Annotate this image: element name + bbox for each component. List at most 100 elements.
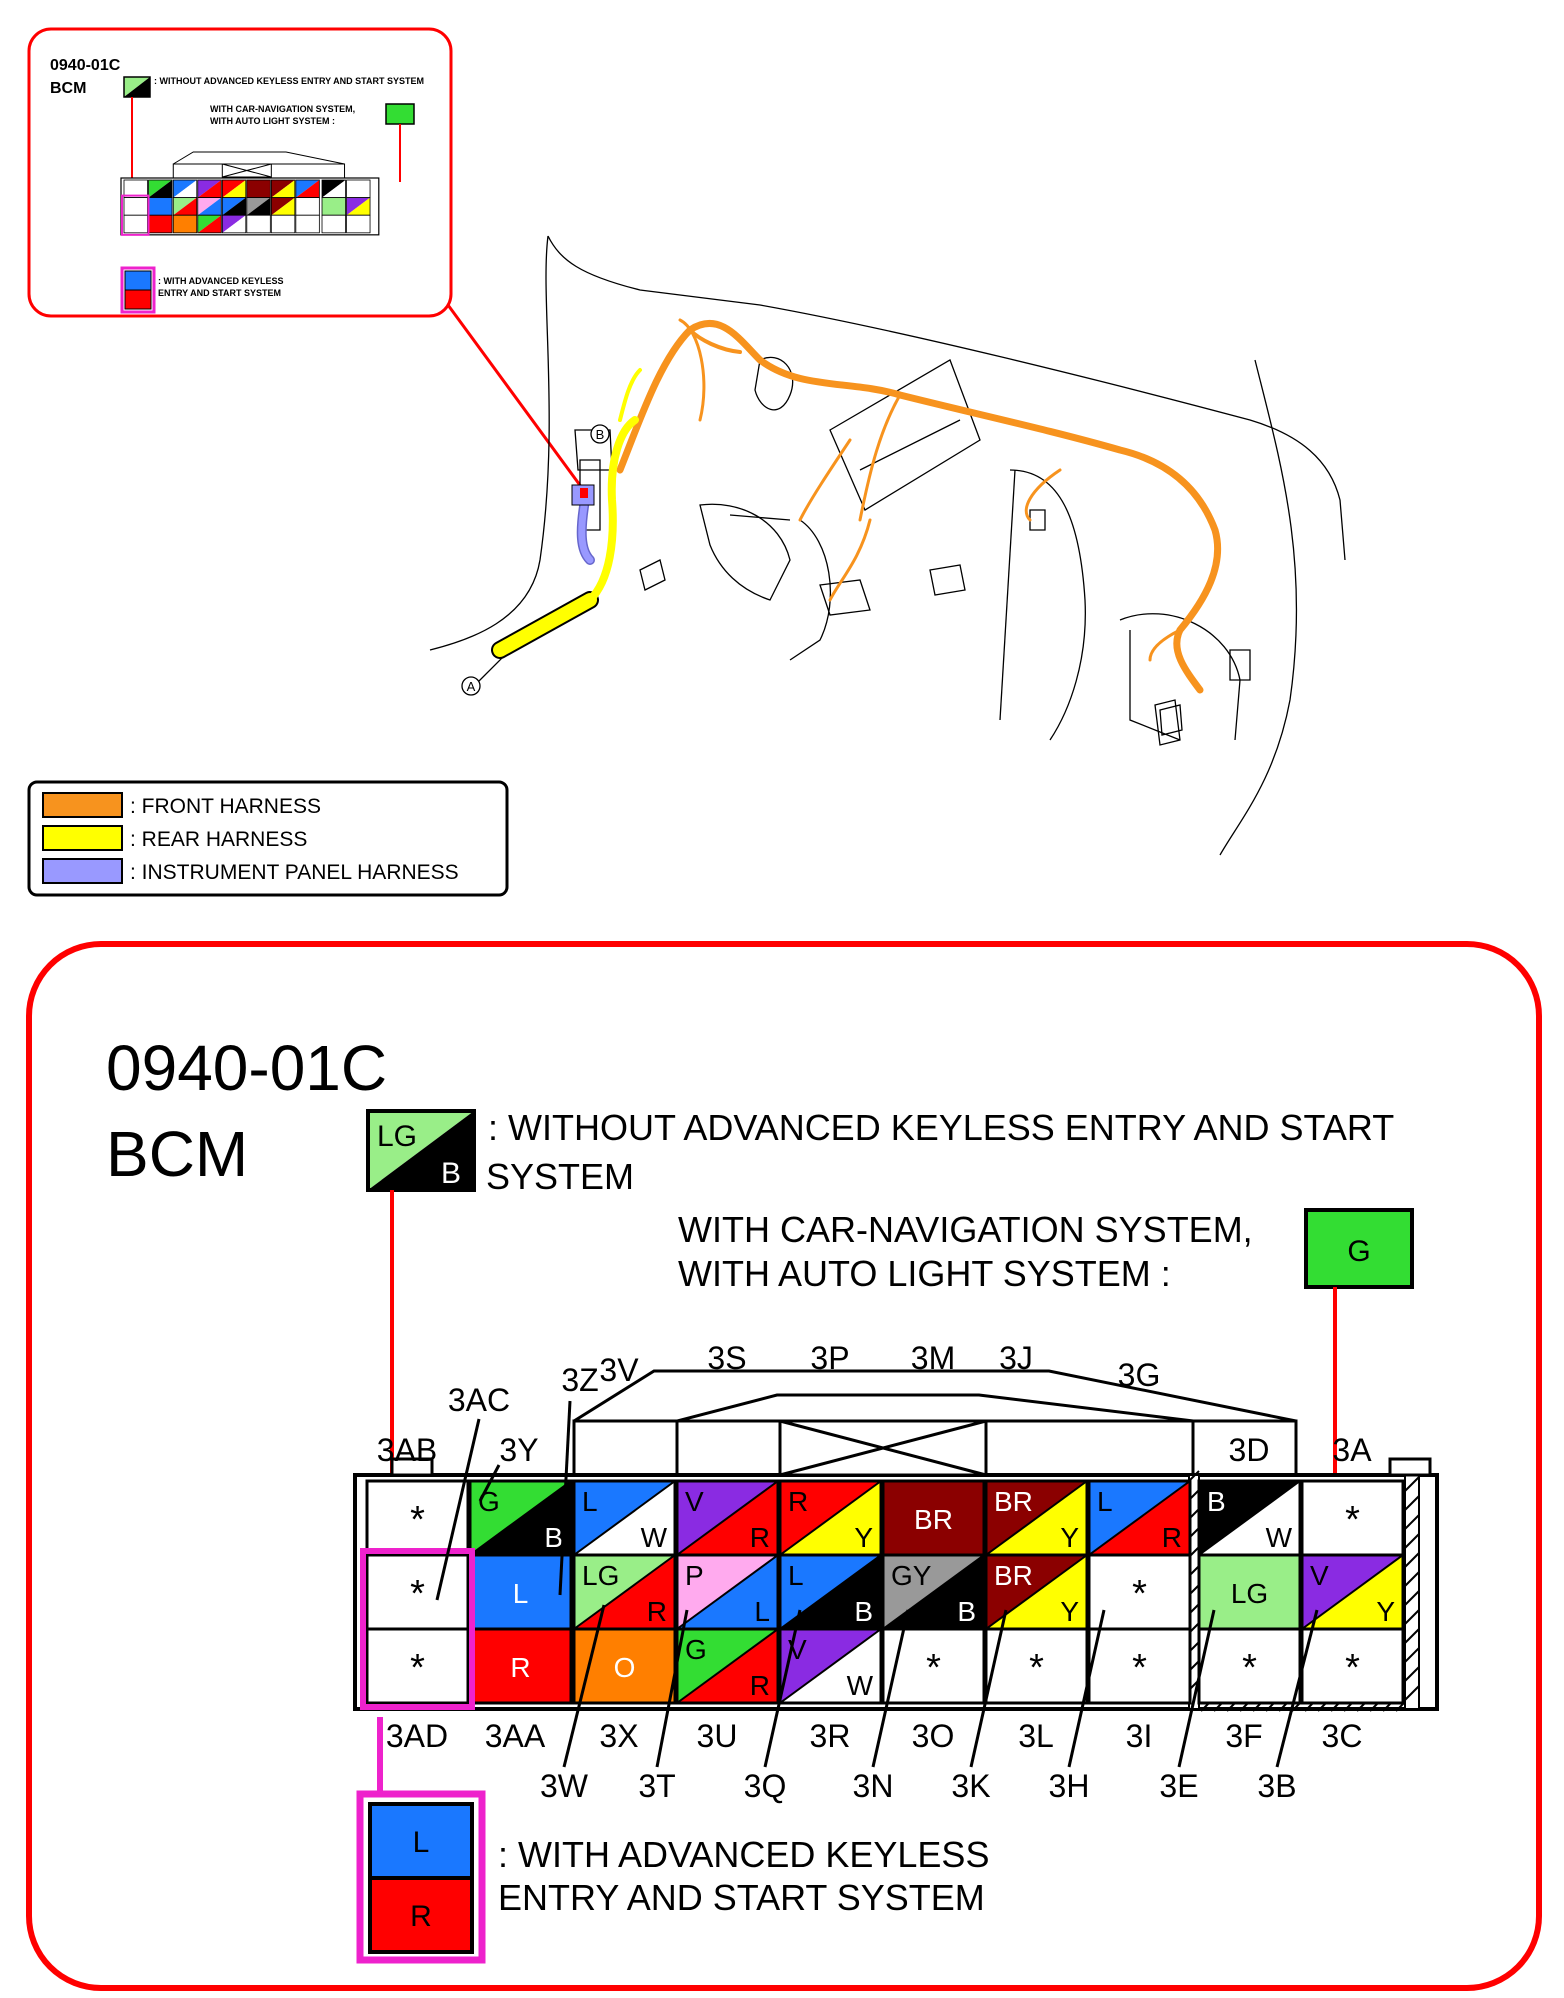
pin-3ad: * [365,1627,470,1705]
marker-b: B [590,424,610,444]
pin-3t: PL [675,1553,780,1631]
pin-blank-mark: * [926,1647,941,1689]
pin-color-secondary: Y [854,1522,873,1553]
pin-3x: O [572,1627,677,1705]
mini-pin-3u [197,214,222,234]
mini-pin-3f [321,214,346,234]
harness-legend: : FRONT HARNESS : REAR HARNESS : INSTRUM… [27,780,509,897]
marker-a: A [461,676,481,696]
dashboard-outline [429,235,1346,856]
pin-color-primary: O [614,1652,636,1683]
pin-color-primary: L [1097,1486,1113,1517]
mini-pin-3p [221,179,247,199]
pin-label-3b: 3B [1257,1768,1296,1804]
mini-pin-3g [295,179,320,199]
pin-label-3a: 3A [1332,1432,1372,1468]
inset-note-nav-1: WITH CAR-NAVIGATION SYSTEM, [210,104,355,114]
mini-pin-3i [295,214,320,234]
pin-label-3f: 3F [1225,1718,1262,1754]
mini-pin-3z [148,197,173,216]
pin-label-3ab: 3AB [377,1432,437,1468]
pin-label-3e: 3E [1159,1768,1198,1804]
pin-label-3l: 3L [1018,1718,1054,1754]
with-akes-swatch-top: L [413,1826,430,1859]
bcm-connector-location [580,488,588,498]
inset-module: BCM [50,80,86,97]
pin-blank-mark: * [1242,1647,1257,1689]
legend-label-front: : FRONT HARNESS [130,795,321,818]
legend-frame [27,780,509,897]
mini-pin-3m [246,179,271,199]
pin-3ab: * [365,1479,470,1557]
without-akes-swatch-top: LG [377,1120,417,1153]
legend-swatch-front [42,792,123,818]
pin-3m: BR [881,1479,986,1557]
pin-color-primary: GY [891,1560,932,1591]
with-akes-note-1: : WITH ADVANCED KEYLESS [498,1834,989,1875]
pin-blank-mark: * [410,1499,425,1541]
mini-pin-3j [270,179,296,199]
pin-3n: GYB [881,1553,986,1631]
without-akes-swatch-bottom: B [441,1157,461,1190]
pin-3z: L [468,1553,573,1631]
mini-pin-3ac [123,197,148,216]
pin-color-secondary: Y [1060,1522,1079,1553]
mini-pin-3l [270,214,296,234]
pin-color-primary: L [513,1578,529,1609]
pin-color-primary: V [788,1634,807,1665]
legend-swatch-rear [42,825,123,851]
pin-3h: * [1087,1553,1192,1631]
pin-label-3p: 3P [810,1340,849,1376]
rear-harness-route [491,368,642,659]
pin-label-3y: 3Y [499,1432,538,1468]
pin-color-primary: R [788,1486,808,1517]
pin-3a: * [1300,1479,1405,1557]
pin-label-3ac: 3AC [448,1382,510,1418]
pin-color-secondary: W [847,1670,874,1701]
nav-note-2: WITH AUTO LIGHT SYSTEM : [678,1253,1171,1294]
pin-3d: BW [1197,1479,1302,1557]
mini-pin-3a [346,179,371,199]
pin-color-primary: R [510,1652,530,1683]
inset-note-with-akes-1: : WITH ADVANCED KEYLESS [158,276,284,286]
pin-color-secondary: R [647,1596,667,1627]
pin-3s: VR [675,1479,780,1557]
mini-pin-3c [346,214,371,234]
pin-color-secondary: W [1266,1522,1293,1553]
mini-pin-3r [221,214,247,234]
pin-color-secondary: R [750,1522,770,1553]
mini-pin-3ad [123,214,148,234]
pin-color-primary: G [685,1634,707,1665]
pin-color-primary: LG [582,1560,619,1591]
mini-pin-3d [321,179,346,199]
marker-b-label: B [596,427,605,442]
pin-3w: LG R [572,1553,677,1631]
pin-3c: * [1300,1627,1405,1705]
pin-label-3u: 3U [697,1718,738,1754]
pin-color-primary: BR [914,1504,953,1535]
pin-color-secondary: B [854,1596,873,1627]
pin-color-primary: L [788,1560,804,1591]
pin-color-primary: P [685,1560,704,1591]
pin-color-secondary: B [544,1522,563,1553]
with-akes-swatch: L R [356,1717,486,1964]
pin-3p: RY [778,1479,883,1557]
pin-color-primary: V [685,1486,704,1517]
with-akes-swatch-bottom: R [410,1900,432,1933]
mini-pin-3y [148,179,173,199]
pin-3o: * [881,1627,986,1705]
pin-3b: VY [1300,1553,1405,1631]
pin-label-3aa: 3AA [485,1718,546,1754]
pin-color-secondary: W [641,1522,668,1553]
pin-blank-mark: * [1132,1573,1147,1615]
pin-color-primary: V [1310,1560,1329,1591]
pin-3r: VW [778,1627,883,1705]
pin-3k: BRY [984,1553,1089,1631]
pin-3u: GR [675,1627,780,1705]
pin-label-3g: 3G [1118,1357,1161,1393]
pin-label-3q: 3Q [744,1768,787,1804]
inset-connector-thumbnail [120,151,380,236]
pin-blank-mark: * [1345,1499,1360,1541]
pin-label-3i: 3I [1126,1718,1153,1754]
